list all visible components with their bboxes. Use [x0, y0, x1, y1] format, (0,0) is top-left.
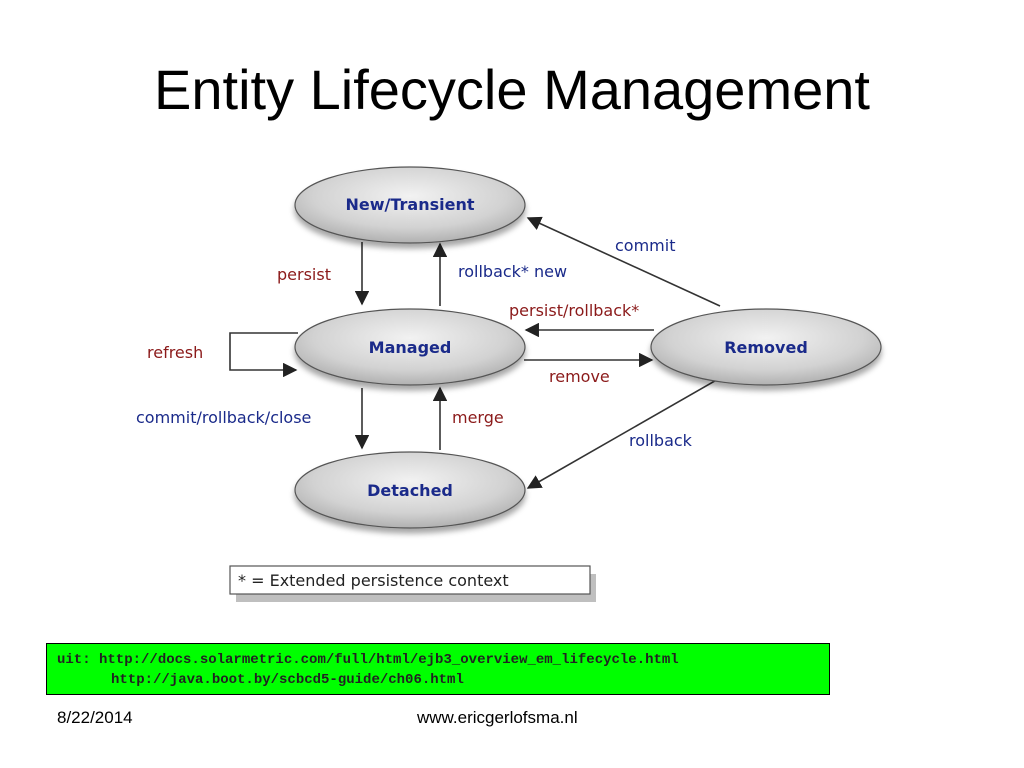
label-commit-rollback-close: commit/rollback/close: [136, 408, 311, 427]
label-rollback-new: rollback* new: [458, 262, 567, 281]
label-rollback: rollback: [629, 431, 693, 450]
state-removed-label: Removed: [724, 338, 808, 357]
state-new-transient-label: New/Transient: [346, 195, 475, 214]
footer-date: 8/22/2014: [57, 708, 133, 727]
label-merge: merge: [452, 408, 504, 427]
label-persist: persist: [277, 265, 331, 284]
label-commit: commit: [615, 236, 675, 255]
legend-box: * = Extended persistence context: [229, 565, 596, 602]
arrow-rollback: [526, 377, 721, 489]
label-refresh: refresh: [147, 343, 203, 362]
label-rollback-new-text: rollback* new: [458, 262, 567, 281]
arrow-commit: [526, 216, 721, 307]
source-line-1: uit: http://docs.solarmetric.com/full/ht…: [57, 652, 679, 668]
slide-title: Entity Lifecycle Management: [154, 58, 870, 121]
state-new-transient: New/Transient: [294, 166, 526, 244]
transition-arrows: [229, 216, 721, 489]
lifecycle-diagram: New/Transient Managed Removed Detached p…: [136, 166, 882, 602]
state-removed: Removed: [650, 308, 882, 386]
source-box: uit: http://docs.solarmetric.com/full/ht…: [46, 643, 830, 695]
state-managed-label: Managed: [369, 338, 452, 357]
label-remove: remove: [549, 367, 610, 386]
state-detached-label: Detached: [367, 481, 453, 500]
state-managed: Managed: [294, 308, 526, 386]
footer-site: www.ericgerlofsma.nl: [417, 708, 578, 727]
arrow-refresh: [229, 332, 298, 378]
state-detached: Detached: [294, 451, 526, 529]
legend-text: * = Extended persistence context: [238, 571, 509, 590]
source-line-2: http://java.boot.by/scbcd5-guide/ch06.ht…: [111, 672, 464, 688]
label-persist-rollback: persist/rollback*: [509, 301, 639, 320]
